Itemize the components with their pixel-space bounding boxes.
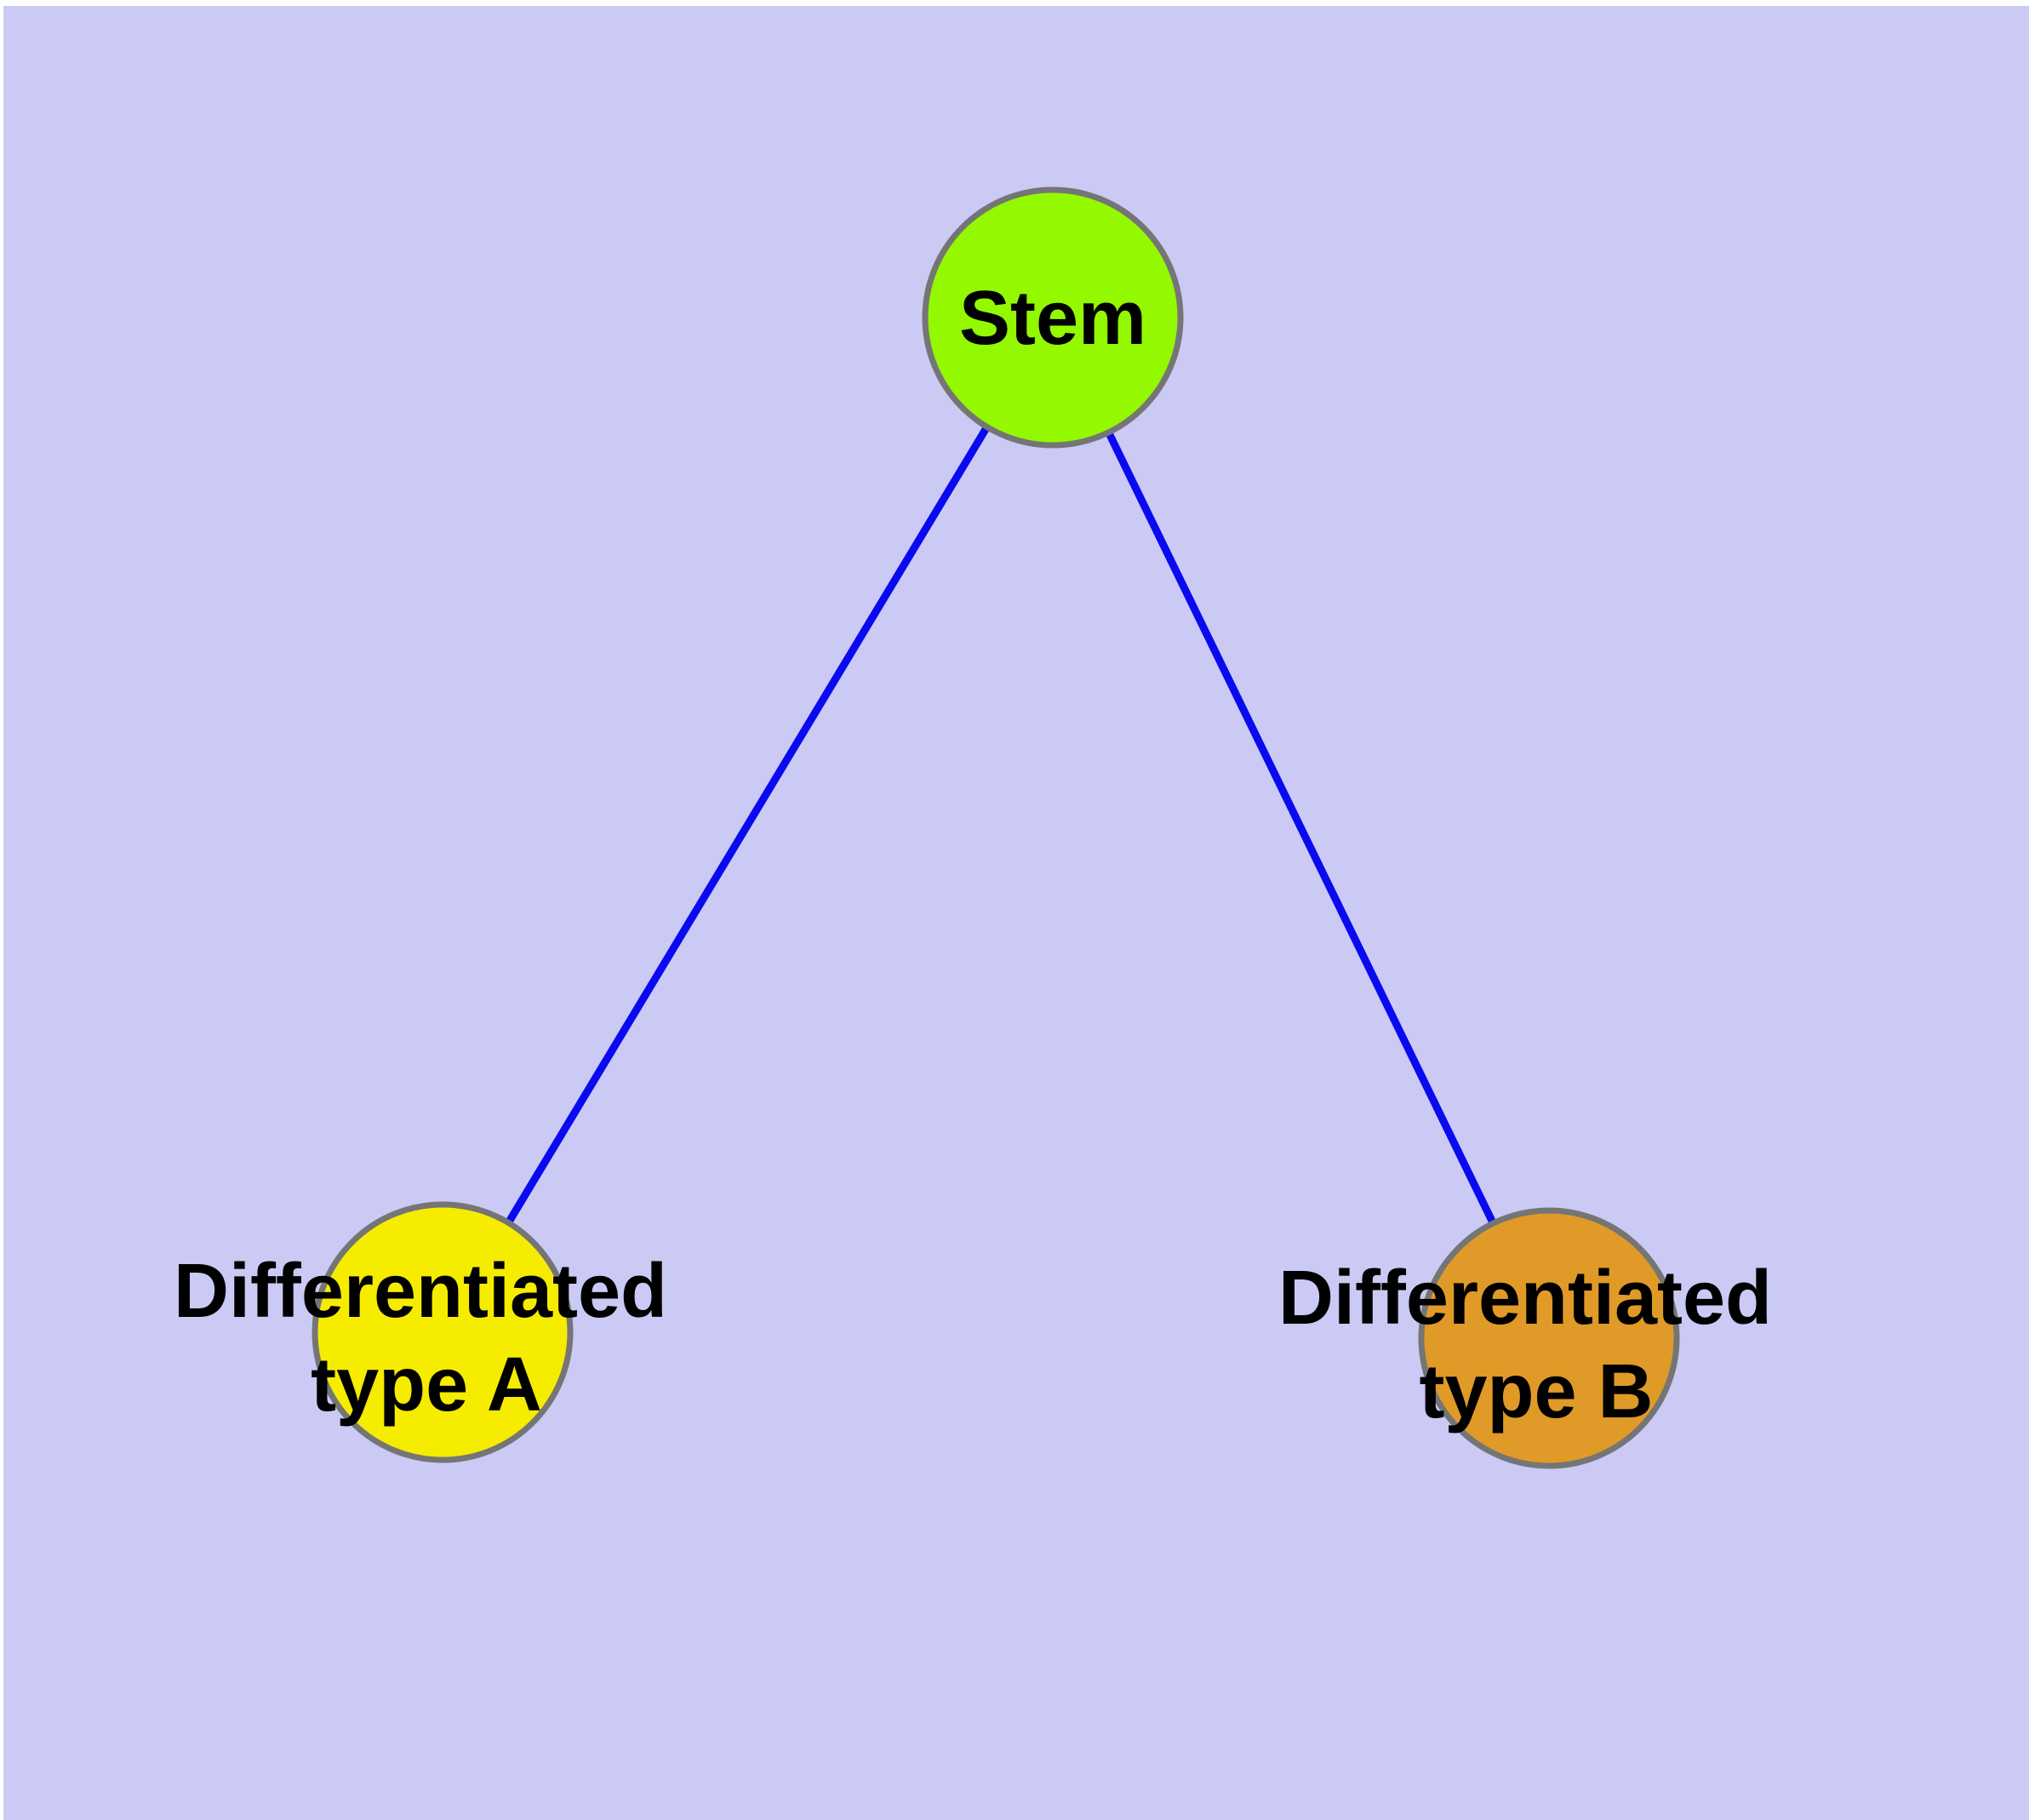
node-stem [922,186,1184,449]
node-type-a-label-line2: type A [311,1342,542,1428]
edge-stem-to-type-b [1049,316,1553,1340]
node-differentiated-type-b [1418,1207,1680,1469]
node-stem-label: Stem [959,276,1146,361]
node-type-a-label-line1: Differentiated [174,1249,667,1334]
node-type-b-label-line2: type B [1419,1349,1653,1434]
node-differentiated-type-a [311,1201,574,1463]
node-type-b-label-line1: Differentiated [1278,1256,1772,1341]
edge-stem-to-type-a [439,315,1056,1335]
